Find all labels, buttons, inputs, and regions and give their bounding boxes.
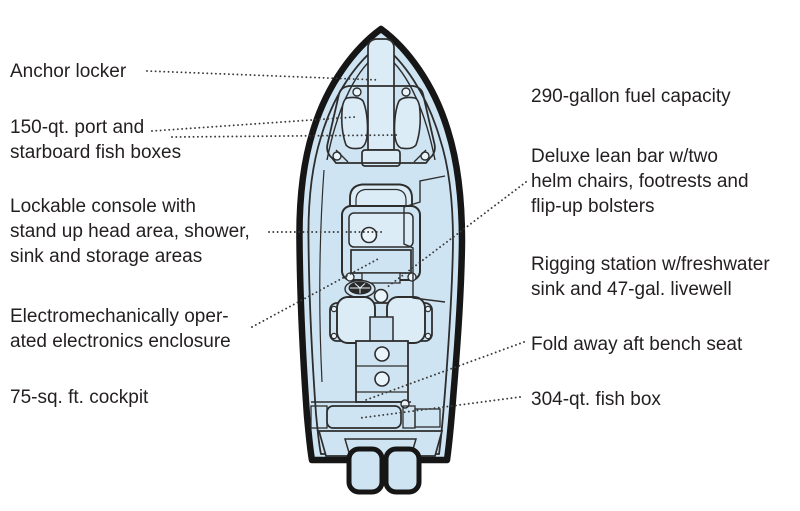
bow-platform [326,85,436,164]
console-latch [345,272,355,282]
label-rigging-station: Rigging station w/freshwater sink and 47… [531,254,770,300]
leader-aft-fish-box [359,396,521,419]
starboard-bow-fish-box [393,96,422,150]
leader-port-fish-box [151,116,356,132]
lean-bar-bolt [424,332,432,340]
outboard-engine-starboard [383,446,422,495]
port-walkway-line [319,169,325,383]
console-footrest [361,272,401,284]
leader-lean-bar [385,181,527,289]
port-transom-locker [310,405,328,429]
anchor-locker-channel [367,38,395,151]
deck-hatch [373,288,389,304]
console-latch [407,272,417,282]
steering-wheel-spokes [350,283,370,294]
label-bow-fish-boxes: 150-qt. port and starboard fish boxes [10,117,182,163]
label-lockable-console: Lockable console with stand up head area… [10,196,250,267]
lean-bar-bolt [424,305,432,313]
livewell-hatch [374,371,390,387]
leader-bench-seat [362,341,525,402]
bow-hatch-latch [332,151,342,161]
label-fuel-capacity: 290-gallon fuel capacity [531,86,731,107]
label-bench-seat: Fold away aft bench seat [531,334,743,355]
windshield-inner-line [355,188,407,211]
bow-hatch-latch [420,151,430,161]
lean-bar-center-post [369,316,394,345]
label-electronics-enclosure: Electromechanically oper- ated electroni… [10,306,231,352]
lean-bar-bolt [330,332,338,340]
aft-fish-box [326,405,402,429]
label-cockpit: 75-sq. ft. cockpit [10,387,149,408]
label-aft-fish-box: 304-qt. fish box [531,389,661,410]
bow-corner-brace [335,149,349,163]
bow-hatch-latch [352,87,362,97]
bow-hatch-latch [401,87,411,97]
aft-fish-box-latch [400,399,410,409]
port-bow-fish-box [340,96,369,150]
leader-starboard-fish-box [171,134,400,138]
console-sink-hatch [360,226,378,244]
label-anchor-locker: Anchor locker [10,61,127,82]
starboard-gunwale-module [403,175,446,303]
leader-anchor-locker [146,70,380,81]
starboard-transom-step [414,408,441,428]
inner-gunwale-line [307,42,454,455]
livewell-hatch [374,346,390,362]
outboard-engine-port [346,446,385,495]
label-lean-bar: Deluxe lean bar w/two helm chairs, footr… [531,146,749,217]
lean-bar-bolt [330,305,338,313]
bow-corner-brace [413,149,427,163]
anchor-locker-foot [361,149,401,167]
electronics-enclosure [350,249,412,274]
